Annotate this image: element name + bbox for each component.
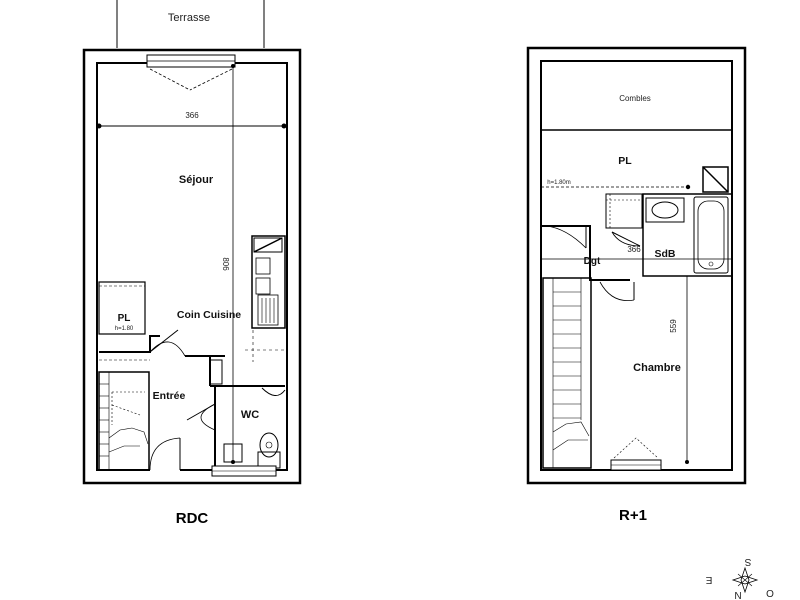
door-arc-chambre (599, 281, 635, 301)
electrical-panel (209, 359, 223, 385)
compass-label-bottom: N (734, 589, 741, 600)
room-label-dgt: Dgt (584, 256, 601, 267)
upper-width-value: 366 (627, 245, 641, 254)
front-door-opening (150, 466, 180, 474)
room-label-entree: Entrée (153, 390, 186, 402)
kitchen-sink (257, 294, 279, 326)
wc-washbasin (261, 387, 286, 396)
closet-height-upper: h=1.80m (547, 180, 571, 186)
washbasin (645, 197, 685, 223)
meter-box (223, 443, 243, 463)
ground-width-value: 366 (185, 111, 199, 120)
ground-floor-outer-wall (82, 48, 302, 485)
room-label-sdb: SdB (655, 248, 676, 260)
upper-length-value: 559 (669, 319, 678, 333)
upper-floor-outer-wall (526, 46, 747, 485)
closet-height-ground: h=1.80 (115, 326, 134, 332)
upper-closet (605, 193, 643, 229)
room-label-cuisine: Coin Cuisine (177, 309, 241, 321)
ground-floor-plan: Terrasse 366 806 Séjour Coin Cuisine (82, 0, 302, 527)
door-arc-sdb (611, 231, 641, 247)
technical-shaft (702, 166, 729, 193)
door-arc-dgt (545, 225, 587, 249)
room-label-sejour: Séjour (179, 174, 214, 186)
compass-label-left: E (705, 574, 712, 585)
upper-staircase (542, 277, 592, 469)
room-label-closet-ground: PL (118, 313, 131, 324)
wc-toilet (259, 432, 279, 458)
kitchen-counter (251, 235, 286, 329)
upper-floor-inner-wall (540, 60, 733, 471)
bathtub (693, 196, 729, 274)
ground-closet (98, 281, 146, 335)
compass-label-top: S (744, 556, 751, 567)
room-label-closet-upper: PL (618, 155, 632, 167)
ground-floor-title: RDC (176, 510, 209, 527)
bathroom-wall (642, 193, 733, 277)
room-label-combles: Combles (619, 94, 651, 103)
dgt-partition (541, 225, 630, 281)
compass-label-right: O (766, 587, 774, 598)
room-label-chambre: Chambre (633, 362, 681, 374)
compass-rose: S E O N (705, 556, 774, 600)
partition-wall-entree (99, 335, 160, 353)
door-arc-entree (149, 341, 186, 357)
upper-floor-plan: Combles PL h=1.80m SdB 366 Dgt (526, 46, 747, 524)
upper-floor-title: R+1 (619, 507, 647, 524)
front-door-arc (149, 437, 181, 471)
cooktop (253, 237, 283, 253)
ground-length-value: 806 (221, 257, 230, 271)
ground-staircase (98, 371, 150, 471)
terrace-label: Terrasse (168, 12, 210, 24)
room-label-wc: WC (241, 409, 259, 421)
